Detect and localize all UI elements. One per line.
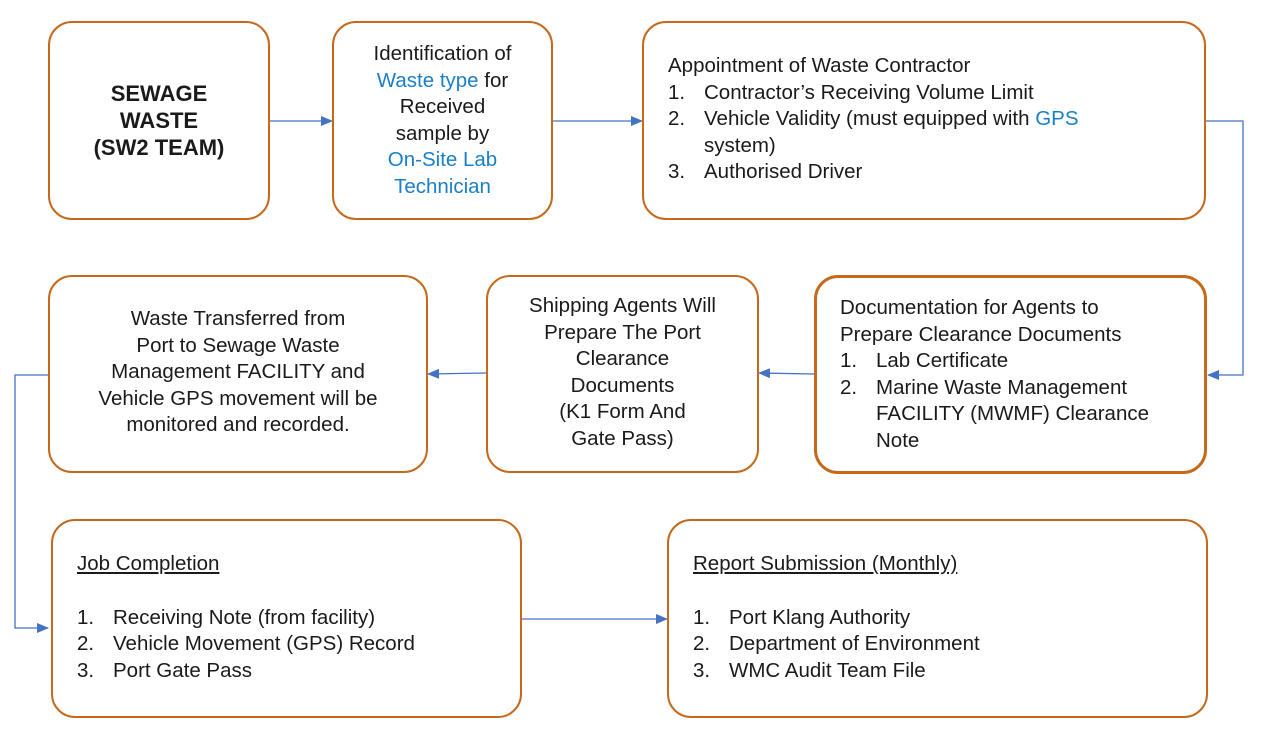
list-item: Port Klang Authority [693,605,1188,632]
box-sewage-waste: SEWAGE WASTE (SW2 TEAM) [48,21,270,220]
gps-highlight: GPS [1035,107,1079,130]
box-documentation-agents: Documentation for Agents to Prepare Clea… [814,275,1207,474]
box6-line: Port to Sewage Waste [136,333,340,357]
box8-list: Port Klang Authority Department of Envir… [693,605,1188,685]
list-item-text: Department of Environment [729,632,980,655]
box3-list: Contractor’s Receiving Volume Limit Vehi… [668,80,1186,186]
box-waste-transferred: Waste Transferred from Port to Sewage Wa… [48,275,428,473]
list-item-text: system) [704,133,776,157]
list-item-text: Lab Certificate [876,349,1009,372]
box2-highlight-waste-type: Waste type [376,68,479,92]
arrow-box3-to-box4 [1206,120,1244,380]
box5-line: Prepare The Port [544,320,701,344]
list-item-text: WMC Audit Team File [729,658,926,682]
box6-line: monitored and recorded. [126,413,350,436]
list-item: Marine Waste Management FACILITY (MWMF) … [840,375,1190,455]
box2-highlight-technician: Technician [394,174,491,198]
box6-line: Waste Transferred from [130,307,346,330]
list-item: Contractor’s Receiving Volume Limit [668,80,1186,107]
box2-line: Waste type for [377,68,508,95]
box4-heading: Prepare Clearance Documents [840,322,1122,346]
box1-line: WASTE [119,108,199,133]
box5-line: Shipping Agents Will [529,294,716,317]
box-shipping-agents: Shipping Agents Will Prepare The Port Cl… [486,275,759,473]
box6-line: Management FACILITY and [111,360,365,383]
list-item-text: Contractor’s Receiving Volume Limit [704,80,1034,104]
box-report-submission: Report Submission (Monthly) Port Klang A… [667,519,1208,718]
arrow-box4-to-box5 [758,368,815,379]
box1-line: (SW2 TEAM) [93,135,225,160]
box4-heading: Documentation for Agents to [840,296,1099,319]
list-item-text: Vehicle Validity (must equipped with [704,107,1030,130]
list-item: Receiving Note (from facility) [77,605,502,632]
box2-line: sample by [396,121,489,148]
box2-highlight-lab: On-Site Lab [387,148,498,171]
list-item: Vehicle Movement (GPS) Record [77,631,502,658]
box2-text: for [484,68,509,92]
list-item: Authorised Driver [668,159,1186,186]
box2-text: sample by [395,121,490,145]
box2-text: Received [399,95,486,118]
box5-line: Gate Pass) [571,426,674,450]
arrow-box5-to-box6 [427,368,487,379]
box-appointment-contractor: Appointment of Waste Contractor Contract… [642,21,1206,220]
box7-heading: Job Completion [77,552,220,575]
box2-line: Received [400,94,485,121]
list-item: Vehicle Validity (must equipped with GPS… [668,106,1186,159]
box4-list: Lab Certificate Marine Waste Management … [840,348,1190,454]
box8-heading: Report Submission (Monthly) [693,552,958,575]
list-item-text: Port Klang Authority [729,605,911,629]
list-item-text: Port Gate Pass [113,658,253,682]
list-item-text: Receiving Note (from facility) [113,605,376,629]
box-job-completion: Job Completion Receiving Note (from faci… [51,519,522,718]
list-item: Lab Certificate [840,348,1190,375]
list-item-text: Vehicle Movement (GPS) Record [113,632,415,655]
box2-line: Technician [394,174,491,201]
list-item: WMC Audit Team File [693,658,1188,685]
list-item-text: Authorised Driver [704,160,863,183]
box5-line: Documents [570,373,675,397]
box7-list: Receiving Note (from facility) Vehicle M… [77,605,502,685]
list-item: Department of Environment [693,631,1188,658]
box2-line: Identification of [374,41,512,68]
list-item-text: Marine Waste Management FACILITY (MWMF) … [876,375,1149,452]
box5-line: Clearance [575,347,670,370]
box1-line: SEWAGE [110,81,208,106]
box-identification: Identification of Waste type for Receive… [332,21,553,220]
arrow-box6-to-box7 [14,374,49,633]
box6-line: Vehicle GPS movement will be [98,386,378,410]
box2-text: Identification of [373,42,512,65]
box2-line: On-Site Lab [388,147,497,174]
list-item: Port Gate Pass [77,658,502,685]
box5-line: (K1 Form And [559,400,686,423]
box3-heading: Appointment of Waste Contractor [668,54,971,77]
